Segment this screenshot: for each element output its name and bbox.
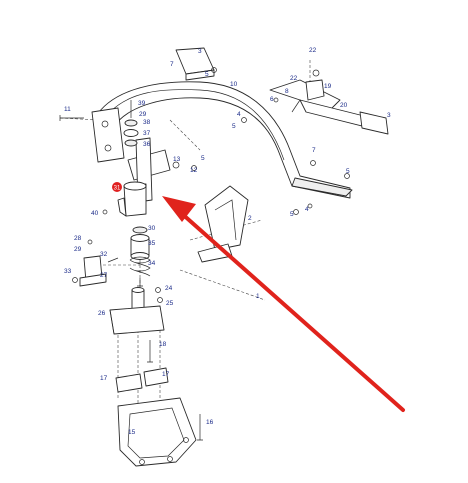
fastener-hardware: [59, 67, 350, 303]
callout-22-mid: 22: [290, 75, 298, 82]
callout-30: 30: [148, 225, 156, 232]
callout-31-text: 31: [114, 186, 121, 192]
callout-17-right: 17: [162, 371, 170, 378]
callout-35: 35: [148, 240, 156, 247]
red-pointer-arrow: [162, 196, 405, 412]
callout-24: 24: [165, 285, 173, 292]
base-mounting-frame: [117, 397, 203, 467]
callout-34: 34: [148, 260, 156, 267]
callout-28: 28: [74, 235, 82, 242]
callout-7-top: 7: [170, 61, 174, 68]
bushing-stack-upper: [123, 100, 139, 147]
callout-12: 12: [190, 167, 198, 174]
callout-29-lower: 29: [74, 246, 82, 253]
callout-5-upper: 5: [232, 123, 236, 130]
callout-19: 19: [324, 83, 332, 90]
arrow-head: [162, 196, 196, 222]
callout-6: 6: [270, 96, 274, 103]
callout-37: 37: [143, 130, 151, 137]
callout-17-left: 17: [100, 375, 108, 382]
callout-11: 11: [64, 106, 71, 113]
callout-16: 16: [206, 419, 214, 426]
callout-10: 10: [230, 81, 238, 88]
callout-29-upper: 29: [139, 111, 147, 118]
top-bracket-plate: [175, 47, 215, 81]
callout-5-top: 5: [205, 71, 209, 78]
callout-13: 13: [173, 156, 181, 163]
callout-27: 27: [100, 272, 108, 279]
callout-18: 18: [159, 341, 167, 348]
callout-1: 1: [256, 293, 260, 300]
callout-5-right: 5: [346, 168, 350, 175]
lower-mount-post: [109, 287, 165, 335]
callout-5-center: 5: [201, 155, 205, 162]
small-hinge-bracket: [305, 69, 325, 101]
callout-2: 2: [248, 215, 252, 222]
callout-26: 26: [98, 310, 106, 317]
callout-20: 20: [340, 102, 348, 109]
side-bracket-arm: [291, 99, 389, 135]
callout-4-lower: 4: [305, 206, 309, 213]
callout-5-lower: 5: [290, 211, 294, 218]
highlighted-callout-31: 31: [112, 182, 122, 192]
callout-39: 39: [138, 100, 146, 107]
pivot-post: [117, 181, 147, 217]
callout-25: 25: [166, 300, 174, 307]
callout-15: 15: [128, 429, 136, 436]
callout-3-right: 3: [387, 112, 391, 119]
callout-3-top: 3: [198, 48, 202, 55]
callout-22-top: 22: [309, 47, 317, 54]
arrow-shaft: [178, 210, 405, 412]
callout-31-marker: [112, 182, 122, 192]
lower-clamp-plates: [115, 340, 169, 393]
small-l-bracket: [79, 255, 107, 287]
callout-36: 36: [143, 141, 151, 148]
callout-32: 32: [100, 251, 108, 258]
callout-8: 8: [285, 88, 289, 95]
callout-33: 33: [64, 268, 72, 275]
spring-assembly: [129, 226, 151, 287]
callout-labels: 3 7 5 10 22 22 19 8 6 4 5 20 3 11 39 29 …: [64, 47, 391, 436]
callout-40: 40: [91, 210, 99, 217]
left-mounting-bracket: [91, 107, 125, 163]
callout-7-right: 7: [312, 147, 316, 154]
callout-38: 38: [143, 119, 151, 126]
callout-4-upper: 4: [237, 111, 241, 118]
